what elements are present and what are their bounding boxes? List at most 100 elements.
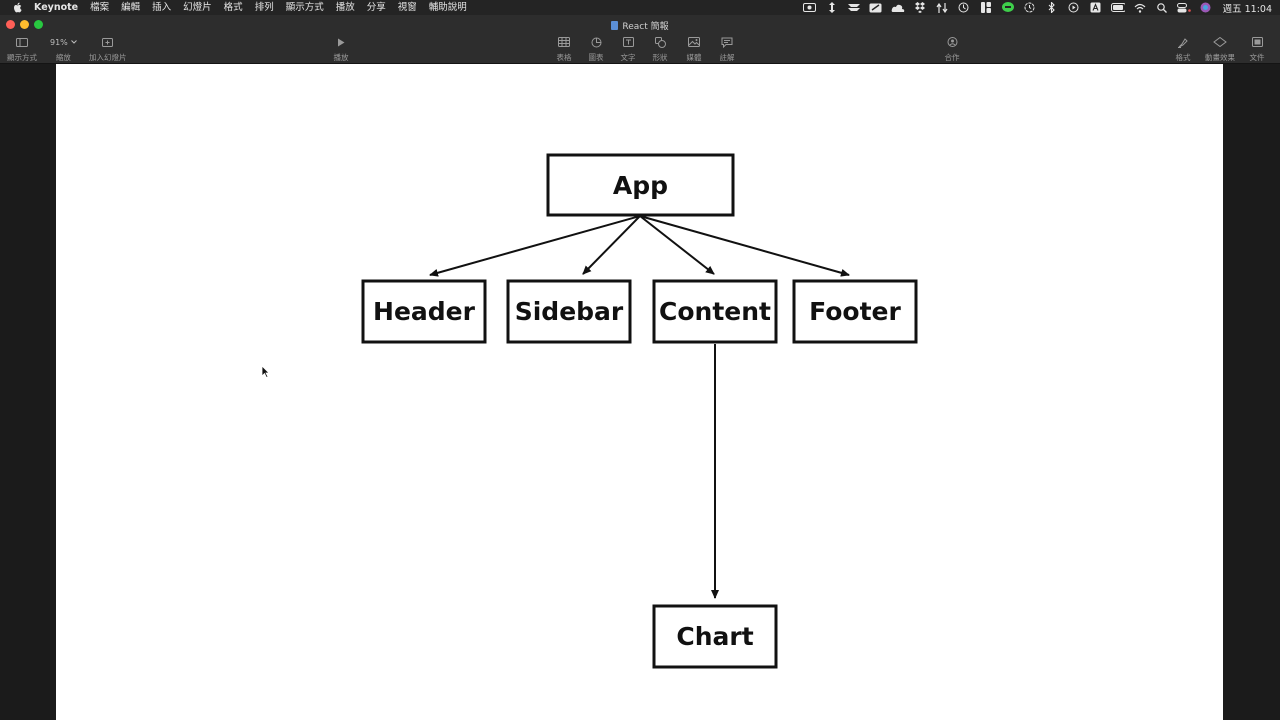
animate-diamond-icon <box>1212 35 1228 49</box>
chart-icon <box>588 35 604 49</box>
add-slide-icon <box>100 35 116 49</box>
cloud-app-icon[interactable] <box>891 2 905 13</box>
document-button[interactable]: 文件 <box>1249 35 1265 63</box>
comment-icon <box>719 35 735 49</box>
chevron-down-icon <box>70 40 77 44</box>
table-button[interactable]: 表格 <box>556 35 572 63</box>
format-button[interactable]: 格式 <box>1175 35 1191 63</box>
zoom-percent: 91% <box>50 37 68 47</box>
animate-button[interactable]: 動畫效果 <box>1205 35 1235 63</box>
zoom-label: 縮放 <box>55 53 71 62</box>
menu-window[interactable]: 視窗 <box>397 2 417 13</box>
collaborate-icon <box>944 35 960 49</box>
node-app-label: App <box>613 171 668 200</box>
mouse-pointer-icon <box>261 365 270 378</box>
node-sidebar-label: Sidebar <box>515 297 624 326</box>
menu-play[interactable]: 播放 <box>335 2 355 13</box>
menu-slide[interactable]: 幻燈片 <box>183 2 212 13</box>
time-machine-icon[interactable] <box>1023 2 1037 13</box>
menu-insert[interactable]: 插入 <box>152 2 172 13</box>
node-sidebar[interactable]: Sidebar <box>506 279 632 344</box>
table-label: 表格 <box>556 53 572 62</box>
menu-edit[interactable]: 編輯 <box>121 2 141 13</box>
window-title-text: React 簡報 <box>622 22 669 32</box>
input-method-icon[interactable] <box>1089 2 1103 13</box>
menu-arrange[interactable]: 排列 <box>254 2 274 13</box>
network-activity-icon[interactable] <box>935 2 949 13</box>
chart-label: 圖表 <box>588 53 604 62</box>
comment-label: 註解 <box>719 53 735 62</box>
node-app[interactable]: App <box>546 153 735 217</box>
close-window-button[interactable] <box>6 20 15 29</box>
clock[interactable]: 週五 11:04 <box>1222 3 1272 15</box>
media-button[interactable]: 媒體 <box>686 35 702 63</box>
collaborate-label: 合作 <box>944 53 960 62</box>
slide[interactable]: App Header Sidebar Content Footer Chart <box>56 64 1223 720</box>
shape-button[interactable]: 形狀 <box>652 35 668 63</box>
node-header[interactable]: Header <box>361 279 487 344</box>
node-footer-label: Footer <box>809 297 901 326</box>
fullscreen-window-button[interactable] <box>34 20 43 29</box>
spotlight-search-icon[interactable] <box>1155 2 1169 13</box>
edge-app-header <box>429 215 641 277</box>
component-tree-diagram: App Header Sidebar Content Footer Chart <box>361 153 918 669</box>
wifi-icon[interactable] <box>1133 2 1147 13</box>
node-content-label: Content <box>659 297 771 326</box>
menu-app-name[interactable]: Keynote <box>34 2 79 13</box>
node-chart-label: Chart <box>676 622 753 651</box>
node-chart[interactable]: Chart <box>652 604 778 669</box>
toolbar: React 簡報 顯示方式 91% 縮放 加入幻燈片 播放 表格 圖表 文字 形… <box>0 15 1280 64</box>
table-icon <box>556 35 572 49</box>
collaborate-button[interactable]: 合作 <box>944 35 960 63</box>
menu-format[interactable]: 格式 <box>223 2 243 13</box>
arrows-vertical-icon[interactable] <box>825 2 839 13</box>
view-label: 顯示方式 <box>7 53 37 62</box>
format-brush-icon <box>1175 35 1191 49</box>
comment-button[interactable]: 註解 <box>719 35 735 63</box>
line-chat-icon[interactable] <box>1001 2 1015 13</box>
node-content[interactable]: Content <box>652 279 778 344</box>
menu-share[interactable]: 分享 <box>366 2 386 13</box>
play-circle-icon[interactable] <box>1067 2 1081 13</box>
menu-file[interactable]: 檔案 <box>90 2 110 13</box>
window-title: React 簡報 <box>0 19 1280 32</box>
edge-app-footer <box>639 215 850 277</box>
menu-help[interactable]: 輔助說明 <box>428 2 467 13</box>
node-header-label: Header <box>373 297 476 326</box>
play-label: 播放 <box>333 53 349 62</box>
format-label: 格式 <box>1175 53 1191 62</box>
edge-app-sidebar <box>582 215 641 275</box>
sidebar-view-icon <box>14 35 30 49</box>
play-button[interactable]: 播放 <box>333 35 349 63</box>
timer-icon[interactable] <box>957 2 971 13</box>
menu-view[interactable]: 顯示方式 <box>285 2 324 13</box>
document-inspector-icon <box>1249 35 1265 49</box>
control-center-icon[interactable] <box>1176 2 1191 13</box>
screen-record-icon[interactable] <box>803 2 817 13</box>
apple-menu-icon[interactable] <box>12 2 24 14</box>
text-box-icon <box>620 35 636 49</box>
battery-icon[interactable] <box>1110 2 1125 13</box>
media-image-icon <box>686 35 702 49</box>
add-slide-button[interactable]: 加入幻燈片 <box>89 35 127 63</box>
pen-app-icon[interactable] <box>869 2 883 13</box>
view-button[interactable]: 顯示方式 <box>7 35 37 63</box>
text-button[interactable]: 文字 <box>620 35 636 63</box>
zoom-value: 91% <box>50 35 77 49</box>
play-icon <box>333 35 349 49</box>
chart-button[interactable]: 圖表 <box>588 35 604 63</box>
minimize-window-button[interactable] <box>20 20 29 29</box>
zoom-control[interactable]: 91% 縮放 <box>50 35 77 63</box>
slide-canvas: App Header Sidebar Content Footer Chart <box>0 64 1280 720</box>
document-icon <box>611 21 619 30</box>
bluetooth-icon[interactable] <box>1045 2 1059 13</box>
siri-icon[interactable] <box>1199 2 1213 13</box>
window-layout-icon[interactable] <box>979 2 993 13</box>
node-footer[interactable]: Footer <box>792 279 918 344</box>
dropbox-icon[interactable] <box>913 2 927 13</box>
shape-label: 形狀 <box>652 53 668 62</box>
add-slide-label: 加入幻燈片 <box>89 53 127 62</box>
media-label: 媒體 <box>686 53 702 62</box>
lines-app-icon[interactable] <box>847 2 861 13</box>
shape-icon <box>652 35 668 49</box>
